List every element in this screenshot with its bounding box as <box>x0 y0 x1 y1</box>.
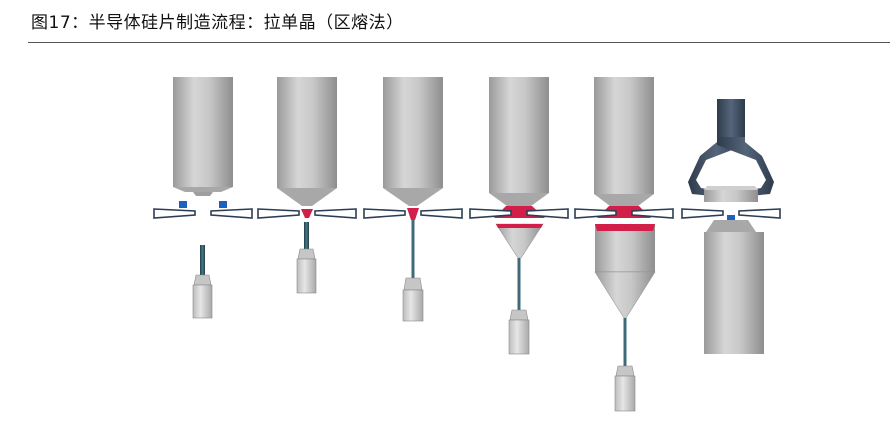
growing-cone-4 <box>495 223 544 259</box>
polysilicon-rod-5 <box>594 77 654 194</box>
neck-5 <box>623 318 627 366</box>
seed-holder-5 <box>614 375 636 412</box>
rod-remnant-6 <box>704 190 758 202</box>
crystal-cone-5 <box>594 271 656 319</box>
stage-3 <box>363 77 463 322</box>
stage-6 <box>681 99 781 354</box>
melt-droplet-left <box>179 201 187 208</box>
stage-4 <box>469 77 569 355</box>
stage-1 <box>153 77 253 319</box>
molten-zone-3 <box>407 208 419 220</box>
single-crystal-body-5 <box>595 224 655 272</box>
neck-4 <box>517 258 521 310</box>
stage-2 <box>257 77 357 294</box>
seed-holder-4 <box>508 319 530 355</box>
stage-5 <box>574 77 674 412</box>
seed-rod-1 <box>200 245 205 275</box>
seed-rod-2 <box>304 222 309 249</box>
melt-droplet-right <box>219 201 227 208</box>
figure-title: 图17：半导体硅片制造流程：拉单晶（区熔法） <box>31 13 404 33</box>
polysilicon-rod-2 <box>277 77 337 188</box>
molten-zone-2 <box>301 209 313 218</box>
heating-coil-1 <box>153 208 253 219</box>
holder-shaft <box>717 99 745 137</box>
neck-3 <box>411 220 415 278</box>
finished-single-crystal <box>704 232 764 354</box>
holder-bracket-right <box>717 137 774 196</box>
polysilicon-rod-4 <box>489 77 549 193</box>
seed-holder-3 <box>402 289 424 322</box>
polysilicon-rod-1 <box>173 77 233 187</box>
title-underline <box>28 42 890 43</box>
polysilicon-rod-3 <box>383 77 443 188</box>
melt-gap-6 <box>727 215 735 220</box>
seed-holder-2 <box>296 258 317 294</box>
seed-holder-1 <box>192 284 213 319</box>
